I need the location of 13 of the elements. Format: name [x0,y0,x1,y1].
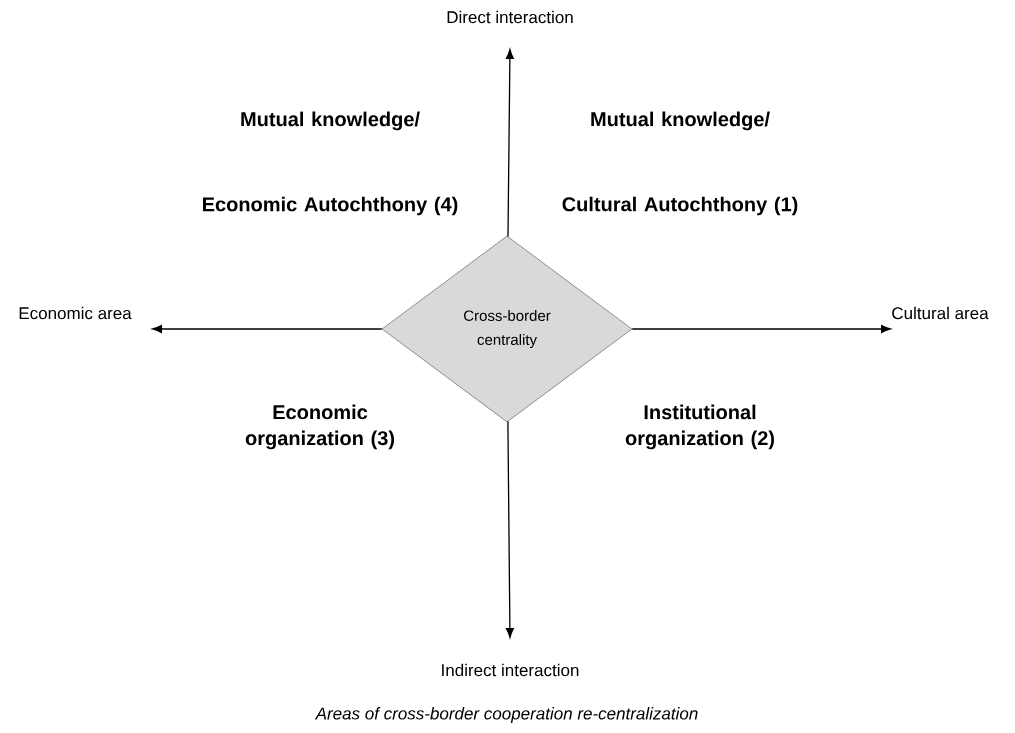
arrow [152,324,383,333]
axis-label: Cultural area [892,306,989,320]
quadrant-label: Mutual knowledge/ [241,111,420,131]
caption: Areas of cross-border cooperation re-centralization [314,707,698,723]
arrow [505,49,514,238]
arrow [631,324,891,333]
axis-label: Economic area [19,306,132,320]
quadrant-label: Mutual knowledge/ [591,111,770,131]
quadrant-label: Economic Autochthony (4) [203,196,458,216]
axis-label: Direct interaction [447,10,573,24]
arrow [505,420,514,638]
quadrant-label: Cultural Autochthony (1) [562,196,798,216]
axis-label: Indirect interaction [442,663,579,677]
